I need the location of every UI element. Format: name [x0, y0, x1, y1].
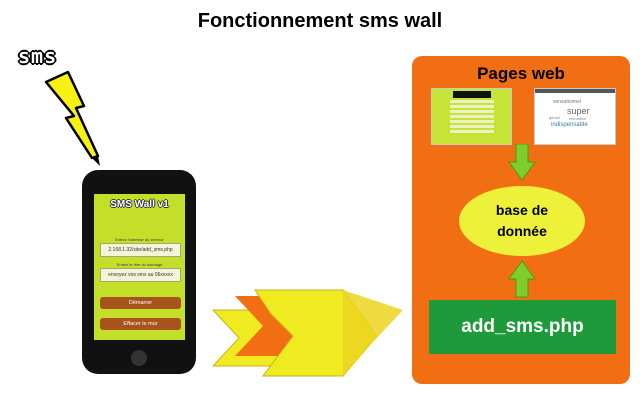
cloud-word: indispensable — [551, 122, 588, 128]
diagram-title: Fonctionnement sms wall — [197, 10, 443, 32]
cloud-word: sensationnel — [553, 99, 582, 105]
server-label: Entrez l'adresse du serveur — [115, 237, 164, 242]
phone-screen: SMS Wall v1 Entrez l'adresse du serveur … — [94, 194, 185, 340]
start-button[interactable]: Démarrer — [100, 297, 181, 309]
sms-label: sms — [18, 44, 58, 68]
smartphone: SMS Wall v1 Entrez l'adresse du serveur … — [82, 170, 196, 374]
pages-web-panel: Pages web sensationnel super génial révo… — [412, 56, 630, 384]
message-label: Entrez le titre du sondage — [116, 262, 163, 267]
arrow-yellow-front — [254, 289, 403, 377]
database-label-line1: base de — [495, 202, 549, 218]
arrow-down-icon — [508, 144, 536, 181]
app-header: SMS Wall v1 — [110, 199, 169, 210]
cloud-word: révolution — [569, 116, 587, 121]
message-field[interactable]: envoyez vos sms au 06xxxxx — [100, 268, 181, 282]
form-page-thumbnail — [431, 88, 512, 145]
pages-web-title: Pages web — [477, 64, 565, 83]
add-sms-script: add_sms.php — [429, 300, 616, 354]
cloud-word: génial — [549, 115, 560, 120]
clear-wall-button[interactable]: Effacer le mur — [100, 318, 181, 330]
database-node: base de donnée — [459, 186, 585, 256]
transfer-arrows-icon — [211, 289, 403, 377]
lightning-bolt-icon — [44, 70, 100, 166]
server-field[interactable]: 2.168.1.32/site/add_sms.php — [100, 243, 181, 257]
arrow-up-icon — [508, 260, 536, 298]
home-button[interactable] — [131, 350, 147, 366]
database-label-line2: donnée — [497, 223, 547, 239]
cloud-word: super — [567, 106, 590, 116]
word-cloud-thumbnail: sensationnel super génial révolution ind… — [534, 88, 616, 145]
